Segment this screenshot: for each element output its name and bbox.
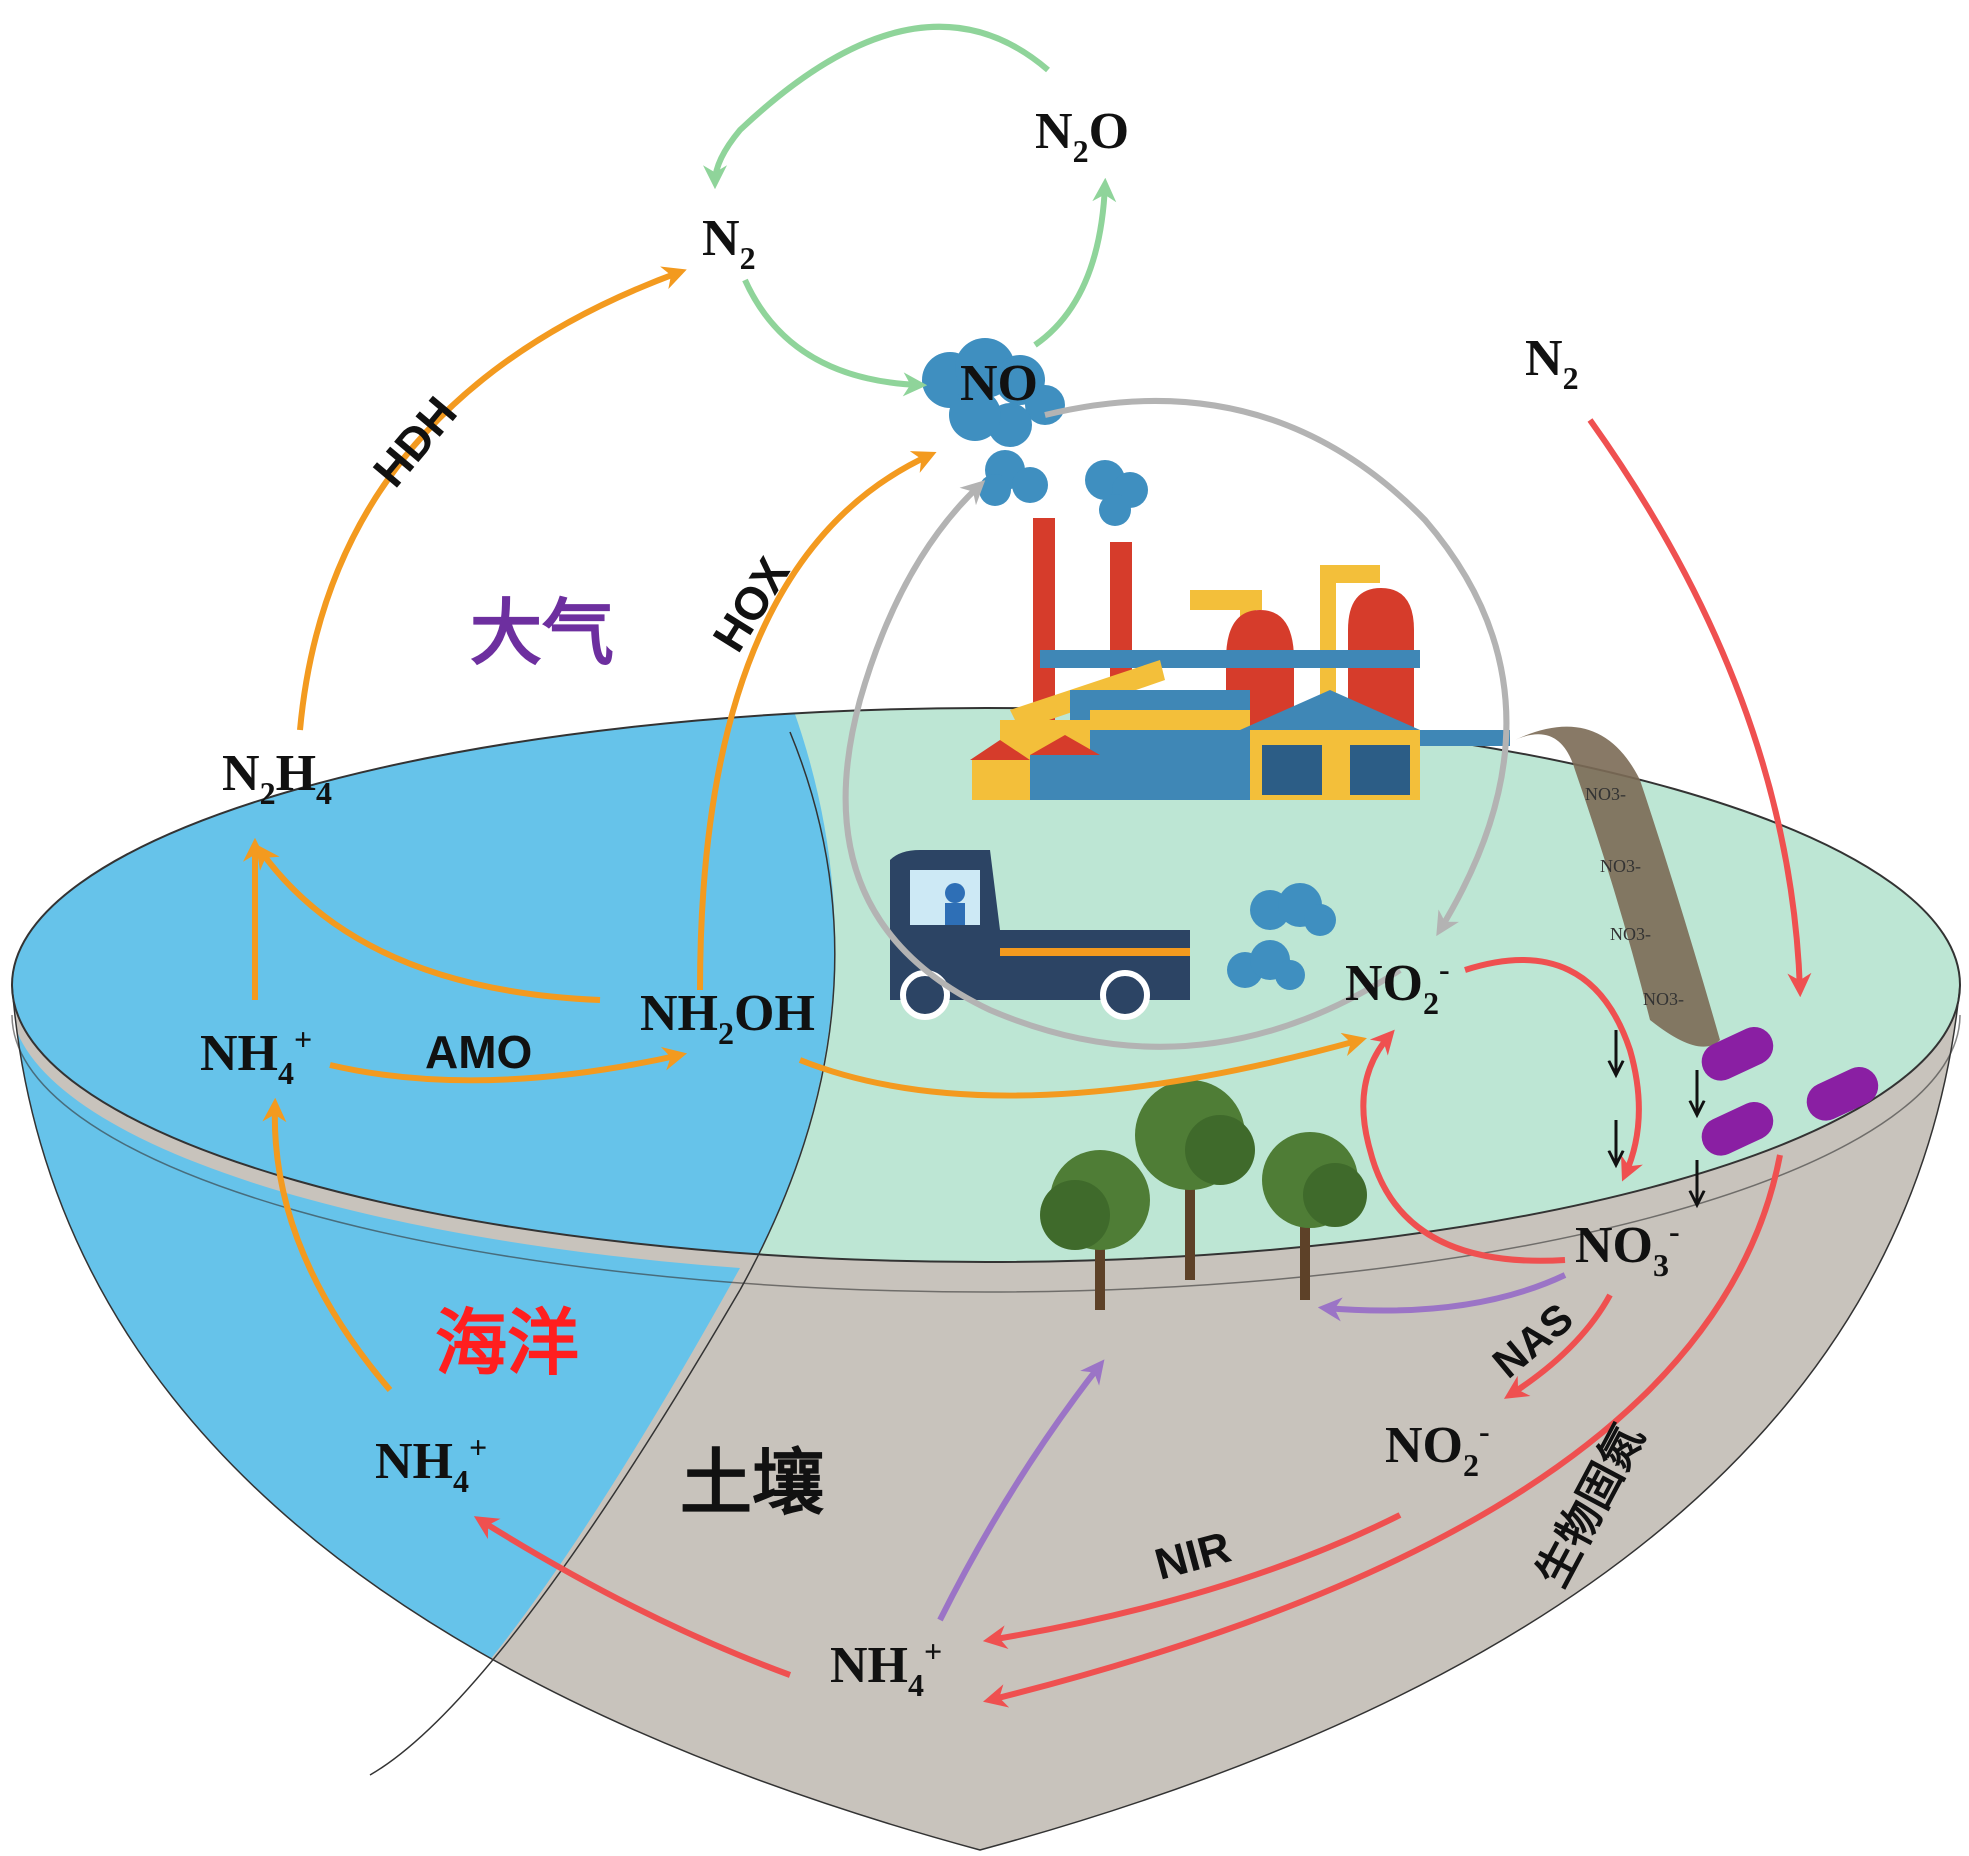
arrow-nh4-to-nh2oh (329, 1046, 688, 1084)
arrow-nh2oh-to-n2h4 (255, 844, 601, 1003)
process-amo: AMO (425, 1026, 532, 1078)
arrow-fixation-to-nh4 (983, 1154, 1783, 1708)
red-arrows (473, 418, 1812, 1708)
arrow-no2-to-nh4 (982, 1512, 1402, 1650)
runoff-label-4: NO3- (1643, 989, 1684, 1009)
region-atmosphere-label: 大气 (470, 591, 614, 675)
species-no3-soil: NO3- (1575, 1213, 1680, 1283)
species-n2o: N2O (1035, 103, 1129, 169)
orange-arrows (243, 266, 1367, 1392)
green-arrows (703, 23, 1117, 397)
arrow-deep-nh4-to-nh4 (262, 1097, 393, 1392)
arrow-nh4-to-tree (937, 1359, 1105, 1622)
runoff-label-2: NO3- (1600, 856, 1641, 876)
surface-divider (739, 731, 836, 1291)
arrow-no3-to-no2 (1360, 1029, 1566, 1264)
bacteria (1701, 1026, 1879, 1156)
arrow-no2-to-no3 (1464, 957, 1643, 1182)
gray-arrows (842, 397, 1510, 1050)
ocean-surface (12, 708, 835, 1262)
hemisphere-outline (11, 984, 1961, 1851)
arrow-cycle-to-no (842, 480, 1402, 1050)
purple-arrows (937, 1272, 1567, 1622)
runoff-label-1: NO3- (1585, 784, 1626, 804)
species-n2-top: N2 (702, 210, 756, 276)
smoke-clouds (922, 338, 1336, 990)
factory-illustration (970, 518, 1510, 800)
arrow-n2-to-no (742, 278, 928, 397)
region-ocean-label: 海洋 (435, 1301, 579, 1385)
species-nh2oh: NH2OH (640, 985, 815, 1051)
arrow-n2h4-to-n2 (297, 266, 687, 731)
arrow-n2-to-bacteria (1587, 418, 1812, 998)
species-n2h4: N2H4 (222, 745, 332, 811)
species-no2-land: NO2- (1345, 951, 1450, 1021)
species-no: NO (960, 355, 1038, 412)
leaching-arrows (1616, 1030, 1697, 1205)
species-nh4-ocean: NH4+ (200, 1021, 312, 1091)
arrow-no-to-n2o (1033, 177, 1117, 348)
process-hox: HOX (702, 548, 799, 660)
runoff-label-3: NO3- (1610, 924, 1651, 944)
arrow-no3-to-tree (1317, 1272, 1567, 1322)
arrow-cycle-to-no2 (1044, 397, 1510, 937)
rim-inner-line (11, 1014, 1961, 1293)
earth-hemisphere (11, 707, 1961, 1851)
arrow-nh4-to-deep-nh4 (473, 1516, 792, 1678)
species-nh4-soil: NH4+ (830, 1633, 942, 1703)
species-n2-right: N2 (1525, 330, 1579, 396)
arrow-no3-to-no2-soil (1503, 1293, 1613, 1399)
trees (1040, 1080, 1367, 1310)
truck-illustration (890, 850, 1190, 1020)
arrow-nh2oh-to-no2 (798, 1032, 1367, 1099)
arrow-nh2oh-to-no (697, 451, 937, 991)
arrow-n2o-to-n2 (703, 23, 1050, 190)
species-no2-soil: NO2- (1385, 1413, 1490, 1483)
region-soil-label: 土壤 (680, 1441, 824, 1525)
ocean-soil-divider (369, 1289, 741, 1776)
species-nh4-deep: NH4+ (375, 1429, 487, 1499)
runoff-stream (1515, 726, 1720, 1047)
